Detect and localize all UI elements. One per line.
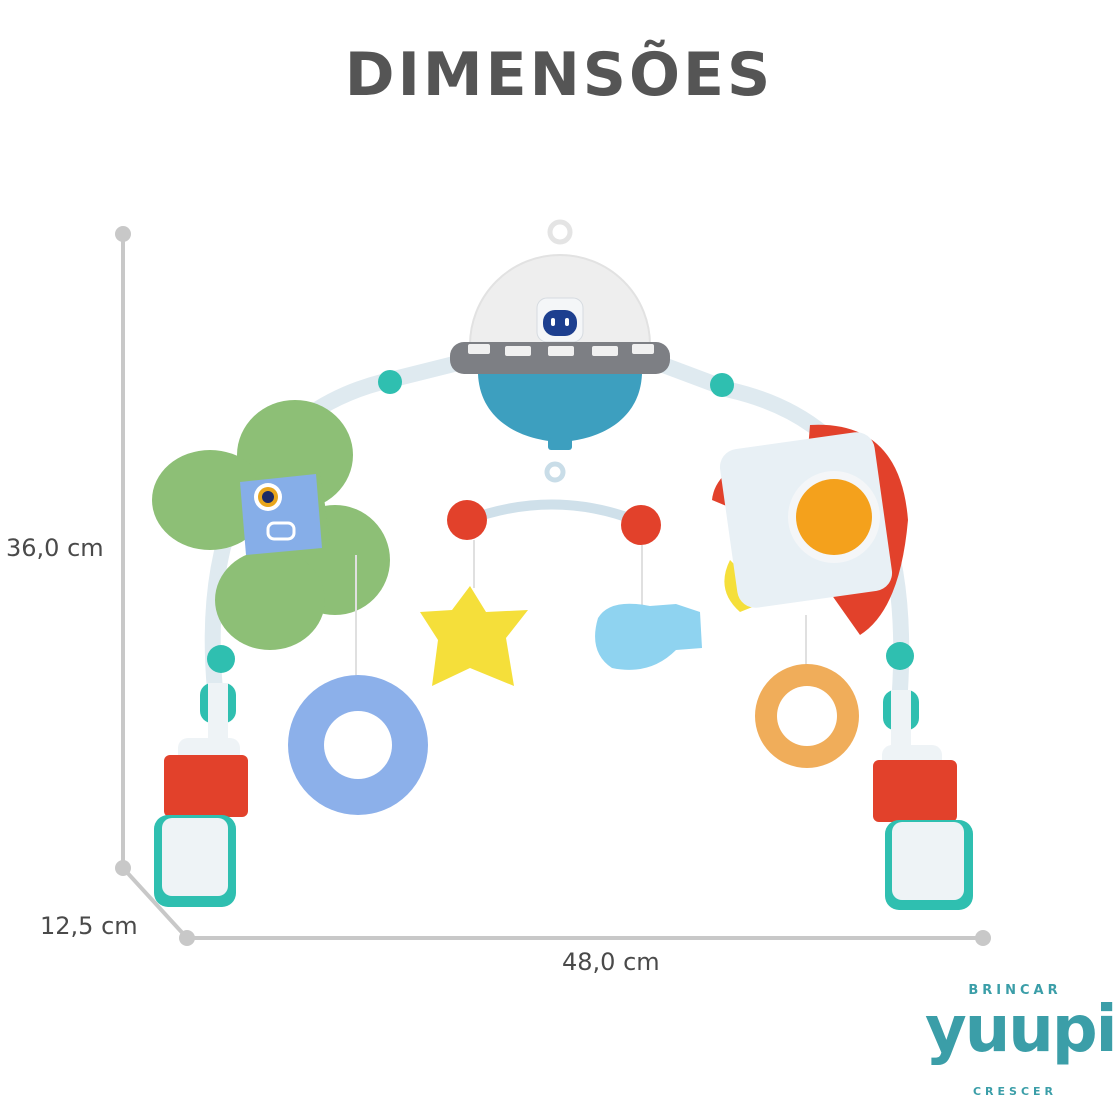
green-pinwheel (152, 400, 390, 686)
width-dimension-label: 48,0 cm (562, 948, 660, 976)
blue-ring-teether (288, 675, 428, 815)
mobile-bar (420, 461, 702, 686)
brand-logo: BRINCAR yuupi CRESCER (925, 975, 1118, 1110)
depth-dimension-label: 12,5 cm (40, 912, 138, 940)
dimension-lines (115, 226, 991, 946)
logo-tagline-bottom: CRESCER (972, 1085, 1058, 1098)
rocket-toy (712, 424, 908, 670)
orange-flower-teether (755, 664, 859, 768)
logo-wordmark: yuupi (925, 993, 1118, 1067)
logo-tagline-top: BRINCAR (968, 983, 1062, 998)
page-title: DIMENSÕES (344, 40, 774, 110)
left-clip (154, 683, 248, 907)
height-dimension-label: 36,0 cm (6, 534, 104, 562)
ufo-mobile-hub (450, 219, 670, 450)
right-clip (873, 690, 973, 910)
